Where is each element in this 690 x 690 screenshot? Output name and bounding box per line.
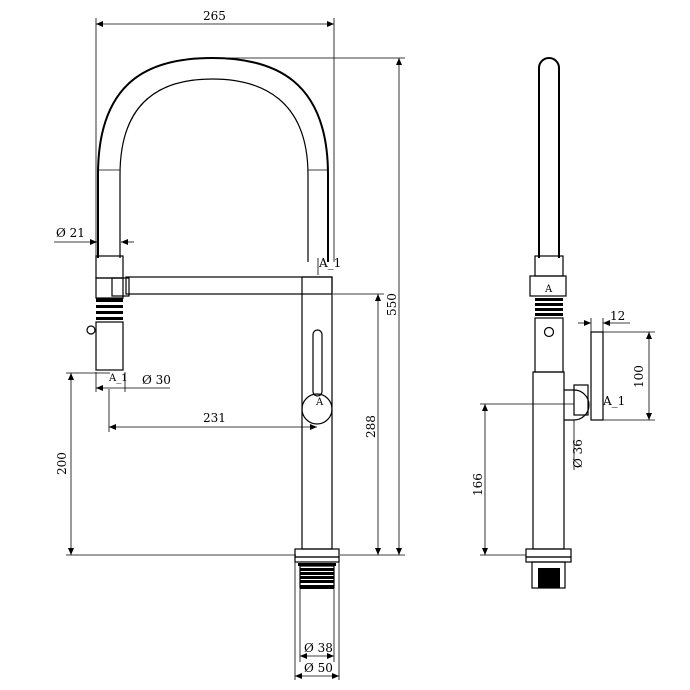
front-view: 265 Ø 21 — [54, 9, 405, 680]
dim-outlet-height-label: 166 — [471, 473, 485, 496]
section-top-label: A_1 — [318, 256, 341, 270]
side-base — [525, 548, 572, 589]
dim-spout-diameter: Ø 21 — [54, 226, 134, 245]
dim-handle-thickness: 12 — [578, 309, 630, 332]
dim-handle-diameter-label: Ø 30 — [142, 373, 171, 387]
dim-outlet-height: 166 — [471, 403, 574, 556]
dim-body-height-label: 288 — [364, 415, 378, 438]
dim-handle-diameter: A_1 Ø 30 — [95, 372, 171, 392]
dim-handle-height-label: 100 — [632, 365, 646, 388]
side-view: A 12 — [471, 57, 655, 589]
dim-overall-height: 550 — [212, 57, 405, 556]
dim-overall-width: 265 — [95, 9, 335, 265]
section-handle-label: A — [315, 397, 324, 408]
dim-spout-reach-label: 231 — [203, 411, 226, 425]
dim-overall-height-label: 550 — [385, 293, 399, 316]
dim-body-height: 288 — [333, 293, 384, 555]
side-body — [532, 331, 604, 550]
dim-connector-diameter-label: Ø 36 — [571, 439, 585, 468]
dim-overall-width-label: 265 — [203, 9, 226, 23]
faucet-body: A — [301, 276, 333, 550]
side-spray-head: A — [529, 255, 567, 373]
dim-base-diameters: Ø 38 Ø 50 — [294, 562, 340, 680]
support-arm: A_1 — [125, 256, 341, 295]
side-section-a-label: A — [544, 284, 553, 295]
dim-connector-diameter: Ø 36 — [571, 420, 585, 470]
section-spray-label: A_1 — [108, 373, 128, 384]
side-section-a1-label: A_1 — [602, 394, 625, 408]
dim-spray-height: 200 — [55, 372, 296, 556]
gooseneck-spout — [97, 56, 329, 262]
spray-head — [86, 255, 130, 371]
dim-base-inner-label: Ø 38 — [304, 641, 333, 655]
dim-spray-height-label: 200 — [55, 452, 69, 475]
dim-handle-height: 100 — [603, 331, 655, 421]
dim-spout-reach: 231 — [108, 389, 317, 432]
dim-handle-thickness-label: 12 — [610, 309, 625, 323]
dim-base-outer-label: Ø 50 — [304, 661, 333, 675]
faucet-base — [294, 548, 340, 589]
side-spout — [538, 57, 560, 258]
dim-spout-diameter-label: Ø 21 — [56, 226, 85, 240]
